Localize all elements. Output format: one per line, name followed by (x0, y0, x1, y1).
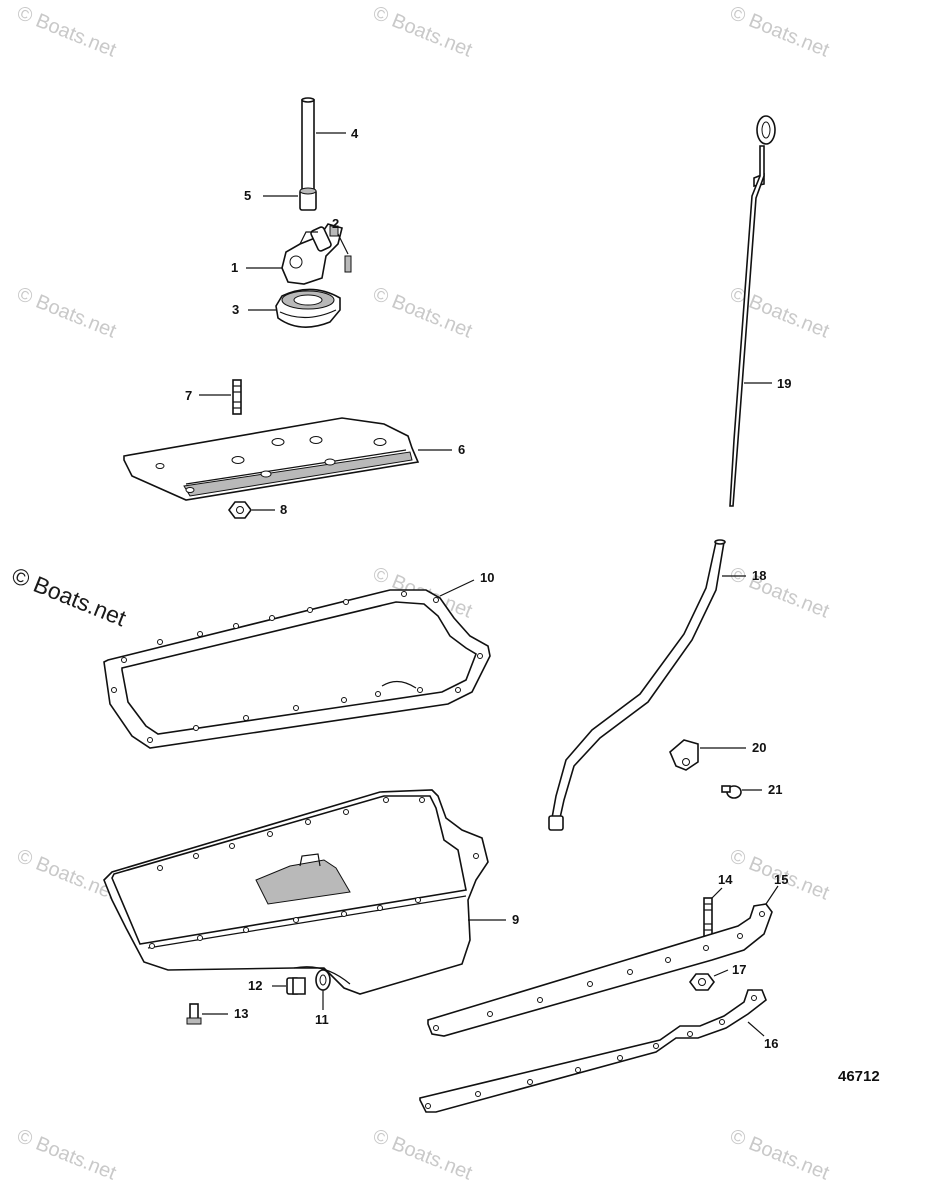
callout-15: 15 (774, 872, 788, 887)
callout-9: 9 (512, 912, 519, 927)
callout-18: 18 (752, 568, 766, 583)
pin (344, 255, 352, 273)
callout-5: 5 (244, 188, 251, 203)
nut (689, 973, 715, 991)
oil-pan (103, 789, 489, 995)
callout-20: 20 (752, 740, 766, 755)
stud (703, 897, 713, 939)
bolt (186, 1003, 202, 1025)
nut (228, 501, 252, 519)
drain-plug (286, 977, 306, 995)
dipstick (729, 115, 776, 507)
callout-7: 7 (185, 388, 192, 403)
side-rail-gasket-right (427, 903, 773, 1037)
callout-4: 4 (351, 126, 359, 141)
dipstick-tube (548, 539, 726, 831)
diagram-number: 46712 (838, 1068, 880, 1085)
callout-3: 3 (232, 302, 239, 317)
callout-13: 13 (234, 1006, 248, 1021)
pickup-tube (301, 97, 315, 191)
windage-tray (123, 417, 420, 501)
callout-10: 10 (480, 570, 494, 585)
screw (721, 785, 742, 799)
washer (315, 969, 331, 991)
callout-21: 21 (768, 782, 782, 797)
dipstick-clip (669, 739, 699, 771)
callout-2: 2 (332, 216, 339, 231)
oil-pump (281, 223, 343, 285)
oil-pump-screen (275, 288, 341, 328)
callout-11: 11 (315, 1012, 329, 1027)
sleeve (299, 187, 317, 211)
callout-17: 17 (732, 962, 746, 977)
callout-14: 14 (718, 872, 733, 887)
stud (232, 379, 242, 415)
callout-6: 6 (458, 442, 465, 457)
side-rail-gasket-left (419, 989, 767, 1113)
callout-16: 16 (764, 1036, 778, 1051)
callout-8: 8 (280, 502, 287, 517)
callout-19: 19 (777, 376, 791, 391)
callout-1: 1 (231, 260, 238, 275)
callout-12: 12 (248, 978, 262, 993)
oil-pan-gasket (103, 589, 491, 749)
